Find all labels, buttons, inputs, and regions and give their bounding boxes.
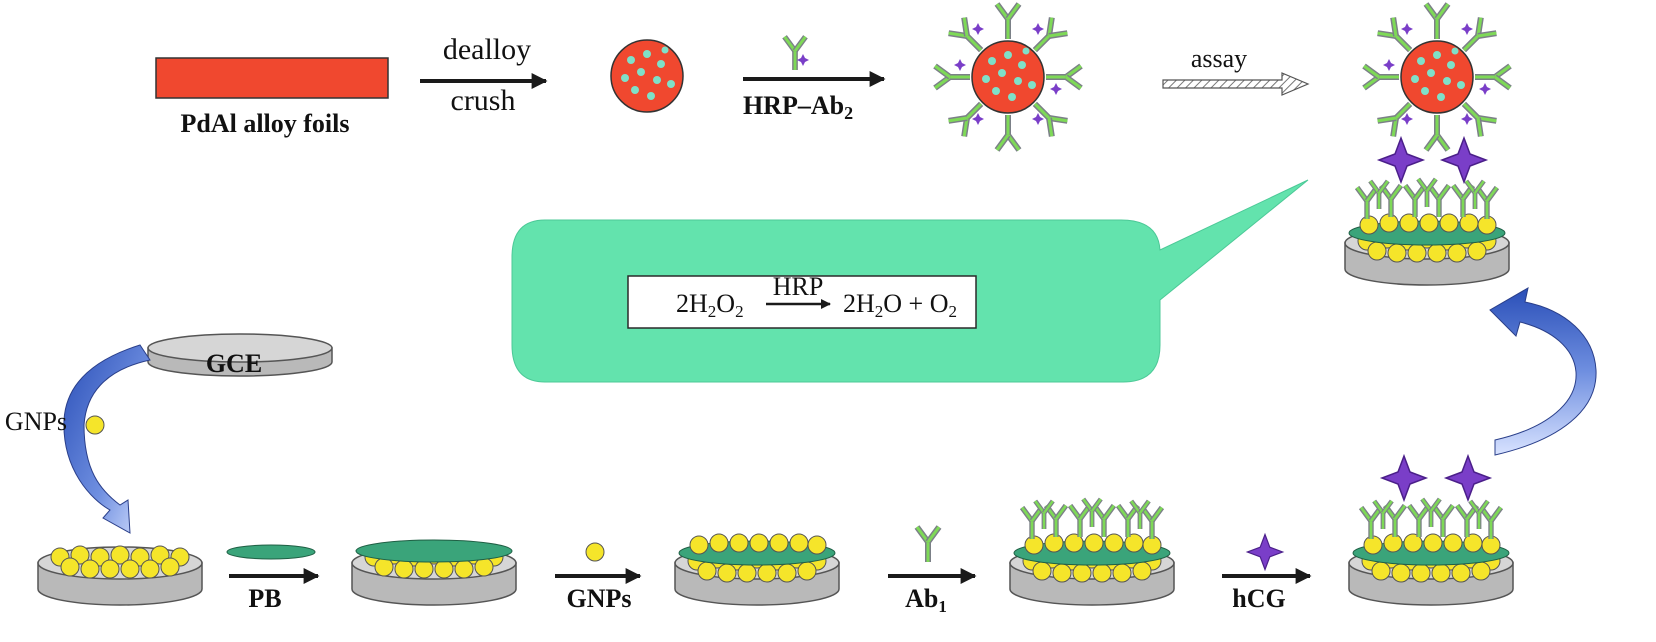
nanoporous-pd-particle (610, 39, 684, 113)
reaction-catalyst: HRP (773, 272, 824, 301)
reaction-reactant: 2H2O2 (676, 289, 744, 321)
hrp-ab2-icon (785, 37, 806, 70)
electrode-gnps-pb-gnps (675, 534, 839, 605)
arrow-pb-label: PB (248, 584, 281, 613)
sandwich-immunocomplex (1345, 4, 1510, 285)
pb-film-icon (226, 544, 316, 560)
electrode-gnps (37, 545, 203, 606)
reaction-products: 2H2O + O2 (843, 289, 957, 321)
arrow-ab1-label: Ab1 (905, 584, 947, 616)
arrow-dealloy-bottom-label: crush (451, 84, 516, 117)
electrode-ab1 (1010, 499, 1174, 605)
arrow-hrp-ab2-label: HRP–Ab2 (743, 91, 853, 123)
hrp-icon (797, 54, 809, 66)
curve-gnps-label: GNPs (5, 407, 67, 436)
gnp-step-icon (585, 542, 605, 562)
gce-label: GCE (206, 349, 262, 378)
hcg-icon (1246, 533, 1284, 571)
gce-electrode (147, 333, 333, 377)
pd-hrp-ab2-conjugate (935, 4, 1081, 150)
pdal-foil (155, 57, 389, 99)
gnp-icon (85, 415, 105, 435)
electrode-ab1-hcg (1349, 455, 1513, 605)
electrode-gnps-pb (351, 539, 517, 606)
foil-label: PdAl alloy foils (180, 109, 349, 138)
return-curve-arrow (1489, 287, 1597, 456)
arrow-gnps-label: GNPs (567, 584, 632, 613)
arrow-hcg-label: hCG (1232, 584, 1285, 613)
modification-curve-arrow (63, 344, 151, 534)
arrow-assay-label: assay (1191, 44, 1247, 73)
reaction-callout (511, 179, 1309, 383)
arrow-dealloy-top-label: dealloy (443, 33, 531, 66)
ab1-icon (917, 527, 939, 562)
arrow-assay (1162, 72, 1310, 96)
